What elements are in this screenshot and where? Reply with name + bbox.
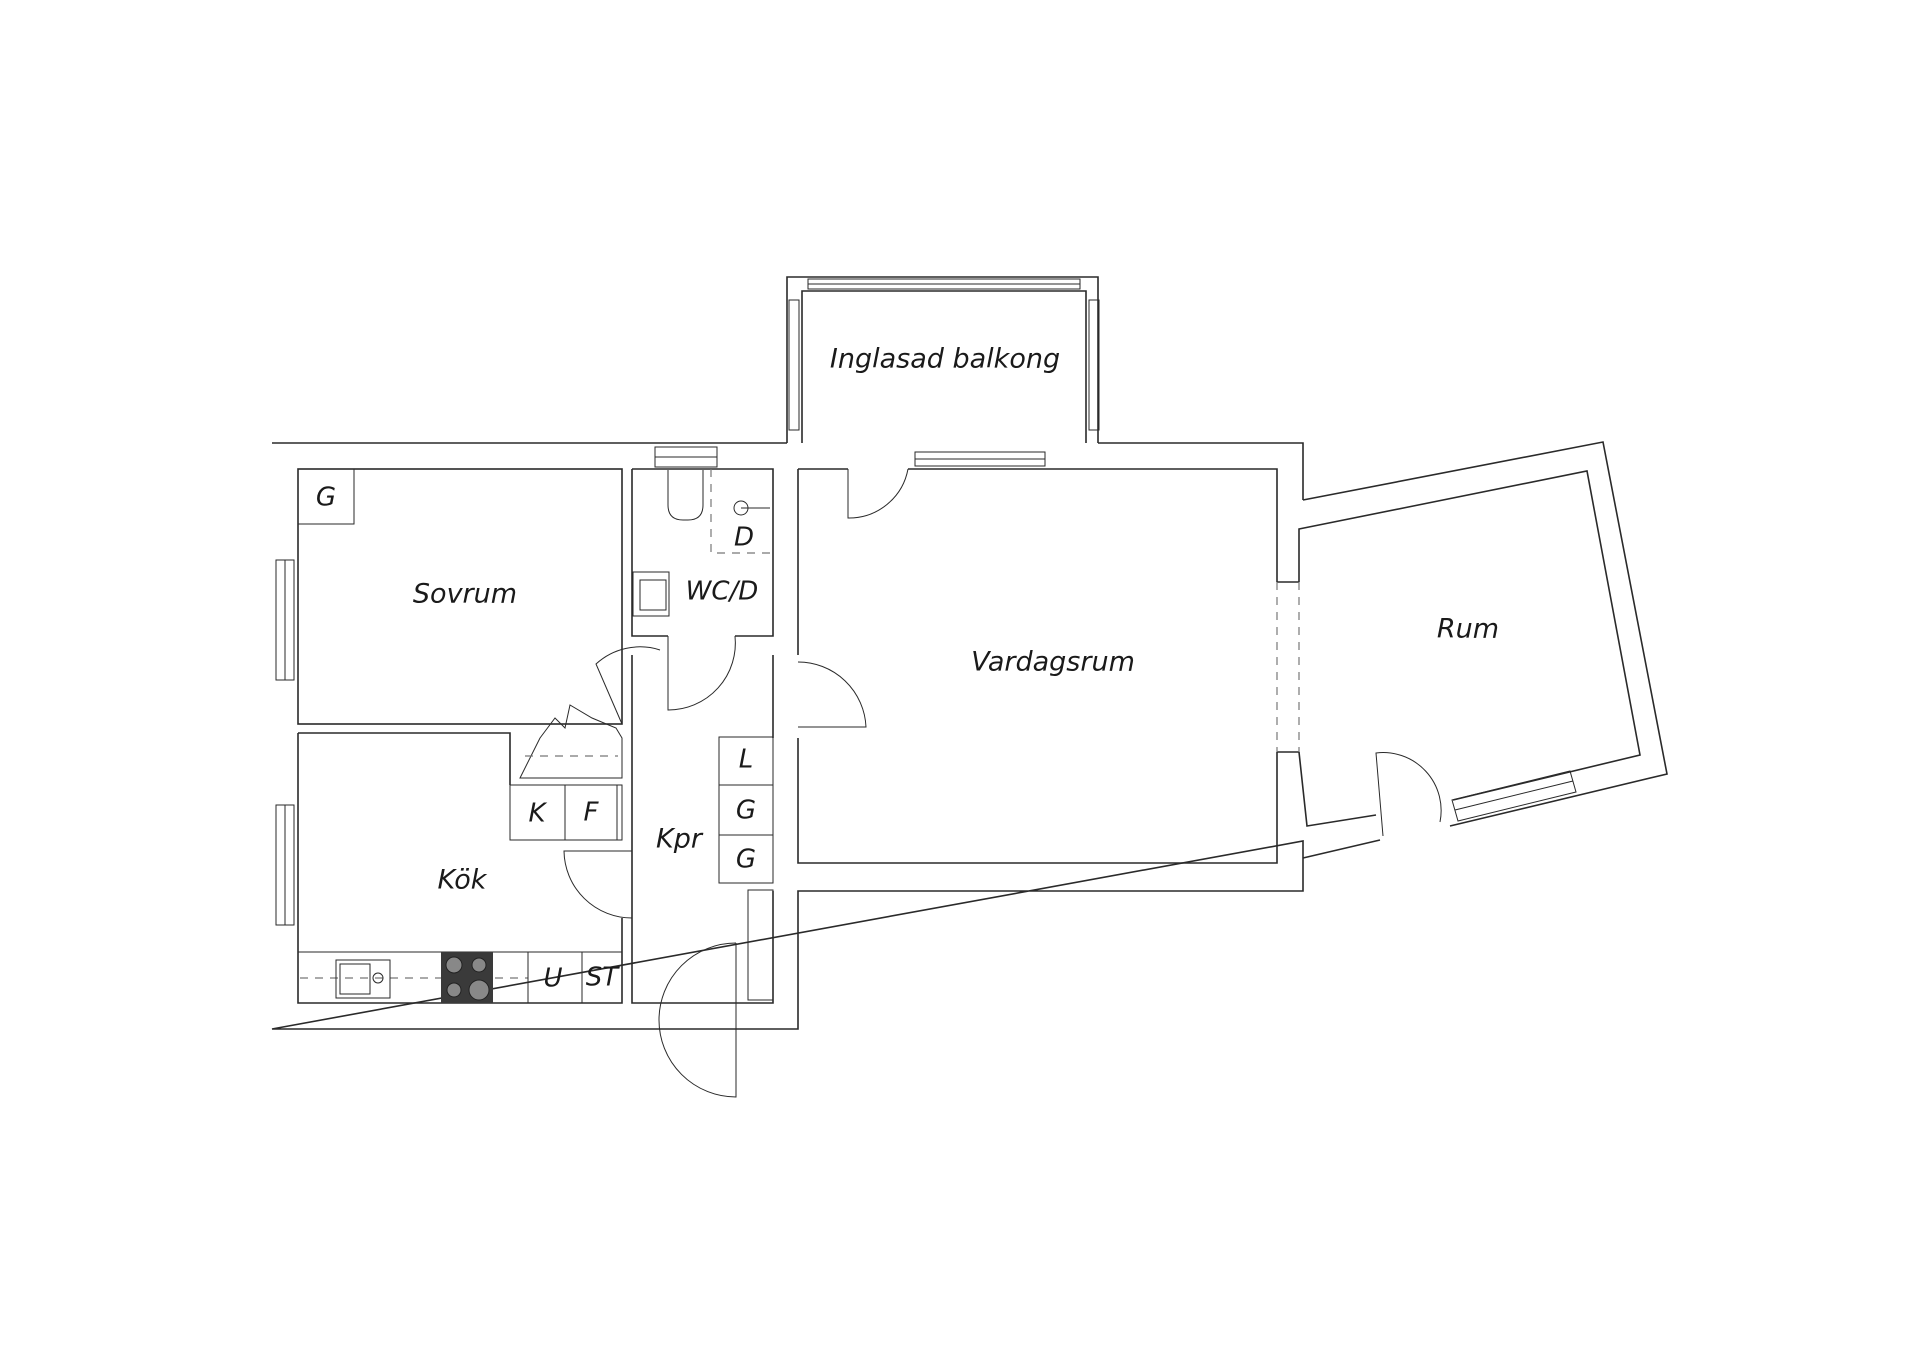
label-bedroom-wardrobe: G: [316, 483, 336, 513]
label-wardrobe-2: G: [736, 845, 756, 875]
windows: [275, 278, 1577, 926]
label-fridge: K: [528, 799, 547, 829]
label-dishwasher: ST: [586, 963, 621, 993]
sink-icon: [632, 571, 670, 617]
doors: [519, 468, 1442, 1098]
label-living: Vardagsrum: [971, 647, 1135, 678]
label-wardrobe-1: G: [736, 796, 756, 826]
label-freezer: F: [584, 798, 600, 828]
toilet-icon: [667, 470, 704, 521]
label-shower: D: [734, 523, 754, 553]
label-oven: U: [543, 964, 562, 994]
room-labels: Inglasad balkong Sovrum WC/D D Vardagsru…: [316, 344, 1499, 994]
label-room: Rum: [1437, 614, 1499, 645]
label-linen: L: [739, 745, 754, 775]
label-bedroom: Sovrum: [413, 579, 517, 610]
kitchen-sink-icon: [335, 959, 391, 999]
shower-area: [710, 469, 773, 554]
walls: [271, 276, 1668, 1030]
label-wc: WC/D: [686, 577, 759, 607]
fixtures: [297, 468, 774, 1004]
label-hall: Kpr: [656, 824, 704, 855]
label-kitchen: Kök: [438, 865, 488, 896]
label-balcony: Inglasad balkong: [830, 344, 1060, 375]
